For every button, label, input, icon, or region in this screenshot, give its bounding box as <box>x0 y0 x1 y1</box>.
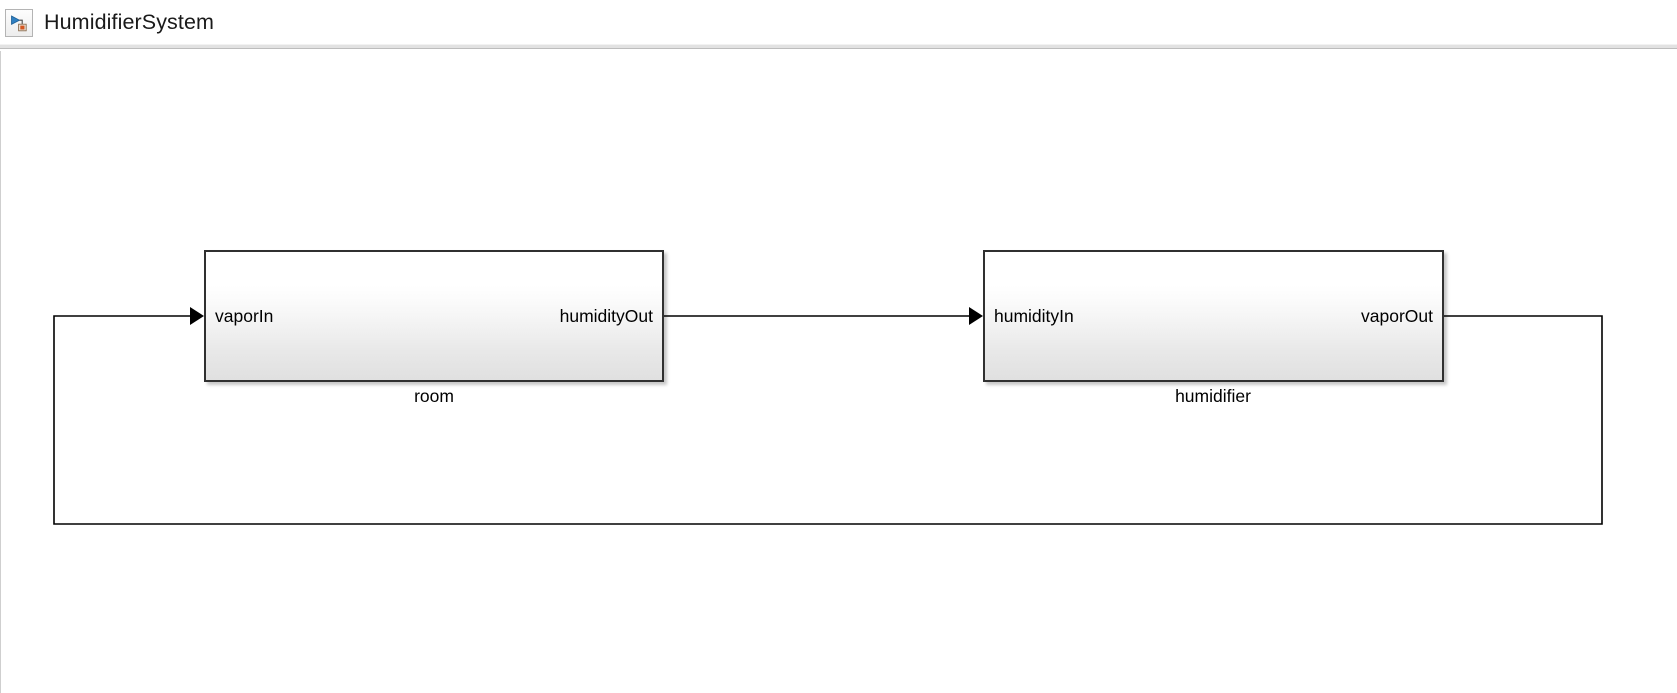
signal-lines-layer <box>53 315 1603 525</box>
input-port-arrow-humidifier-humidityIn <box>969 307 983 325</box>
input-port-arrow-room-vaporIn <box>190 307 204 325</box>
window-titlebar: HumidifierSystem <box>0 0 1677 44</box>
block-name-humidifier: humidifier <box>1175 386 1251 406</box>
titlebar-separator <box>0 44 1677 51</box>
diagram-canvas[interactable]: vaporIn humidityOut room humidityIn vapo… <box>0 51 1677 693</box>
simulink-block-diagram-icon <box>5 8 33 37</box>
block-humidifier[interactable]: humidityIn vaporOut <box>983 250 1444 382</box>
port-label-humidityIn: humidityIn <box>994 306 1074 326</box>
port-label-vaporOut: vaporOut <box>1361 306 1433 326</box>
block-room[interactable]: vaporIn humidityOut <box>204 250 664 382</box>
signal-line-humidifier-feedback-to-room[interactable] <box>53 315 1603 525</box>
port-label-humidityOut: humidityOut <box>559 306 653 326</box>
port-label-vaporIn: vaporIn <box>215 306 274 326</box>
block-name-room: room <box>414 386 454 406</box>
window-title: HumidifierSystem <box>44 10 215 34</box>
